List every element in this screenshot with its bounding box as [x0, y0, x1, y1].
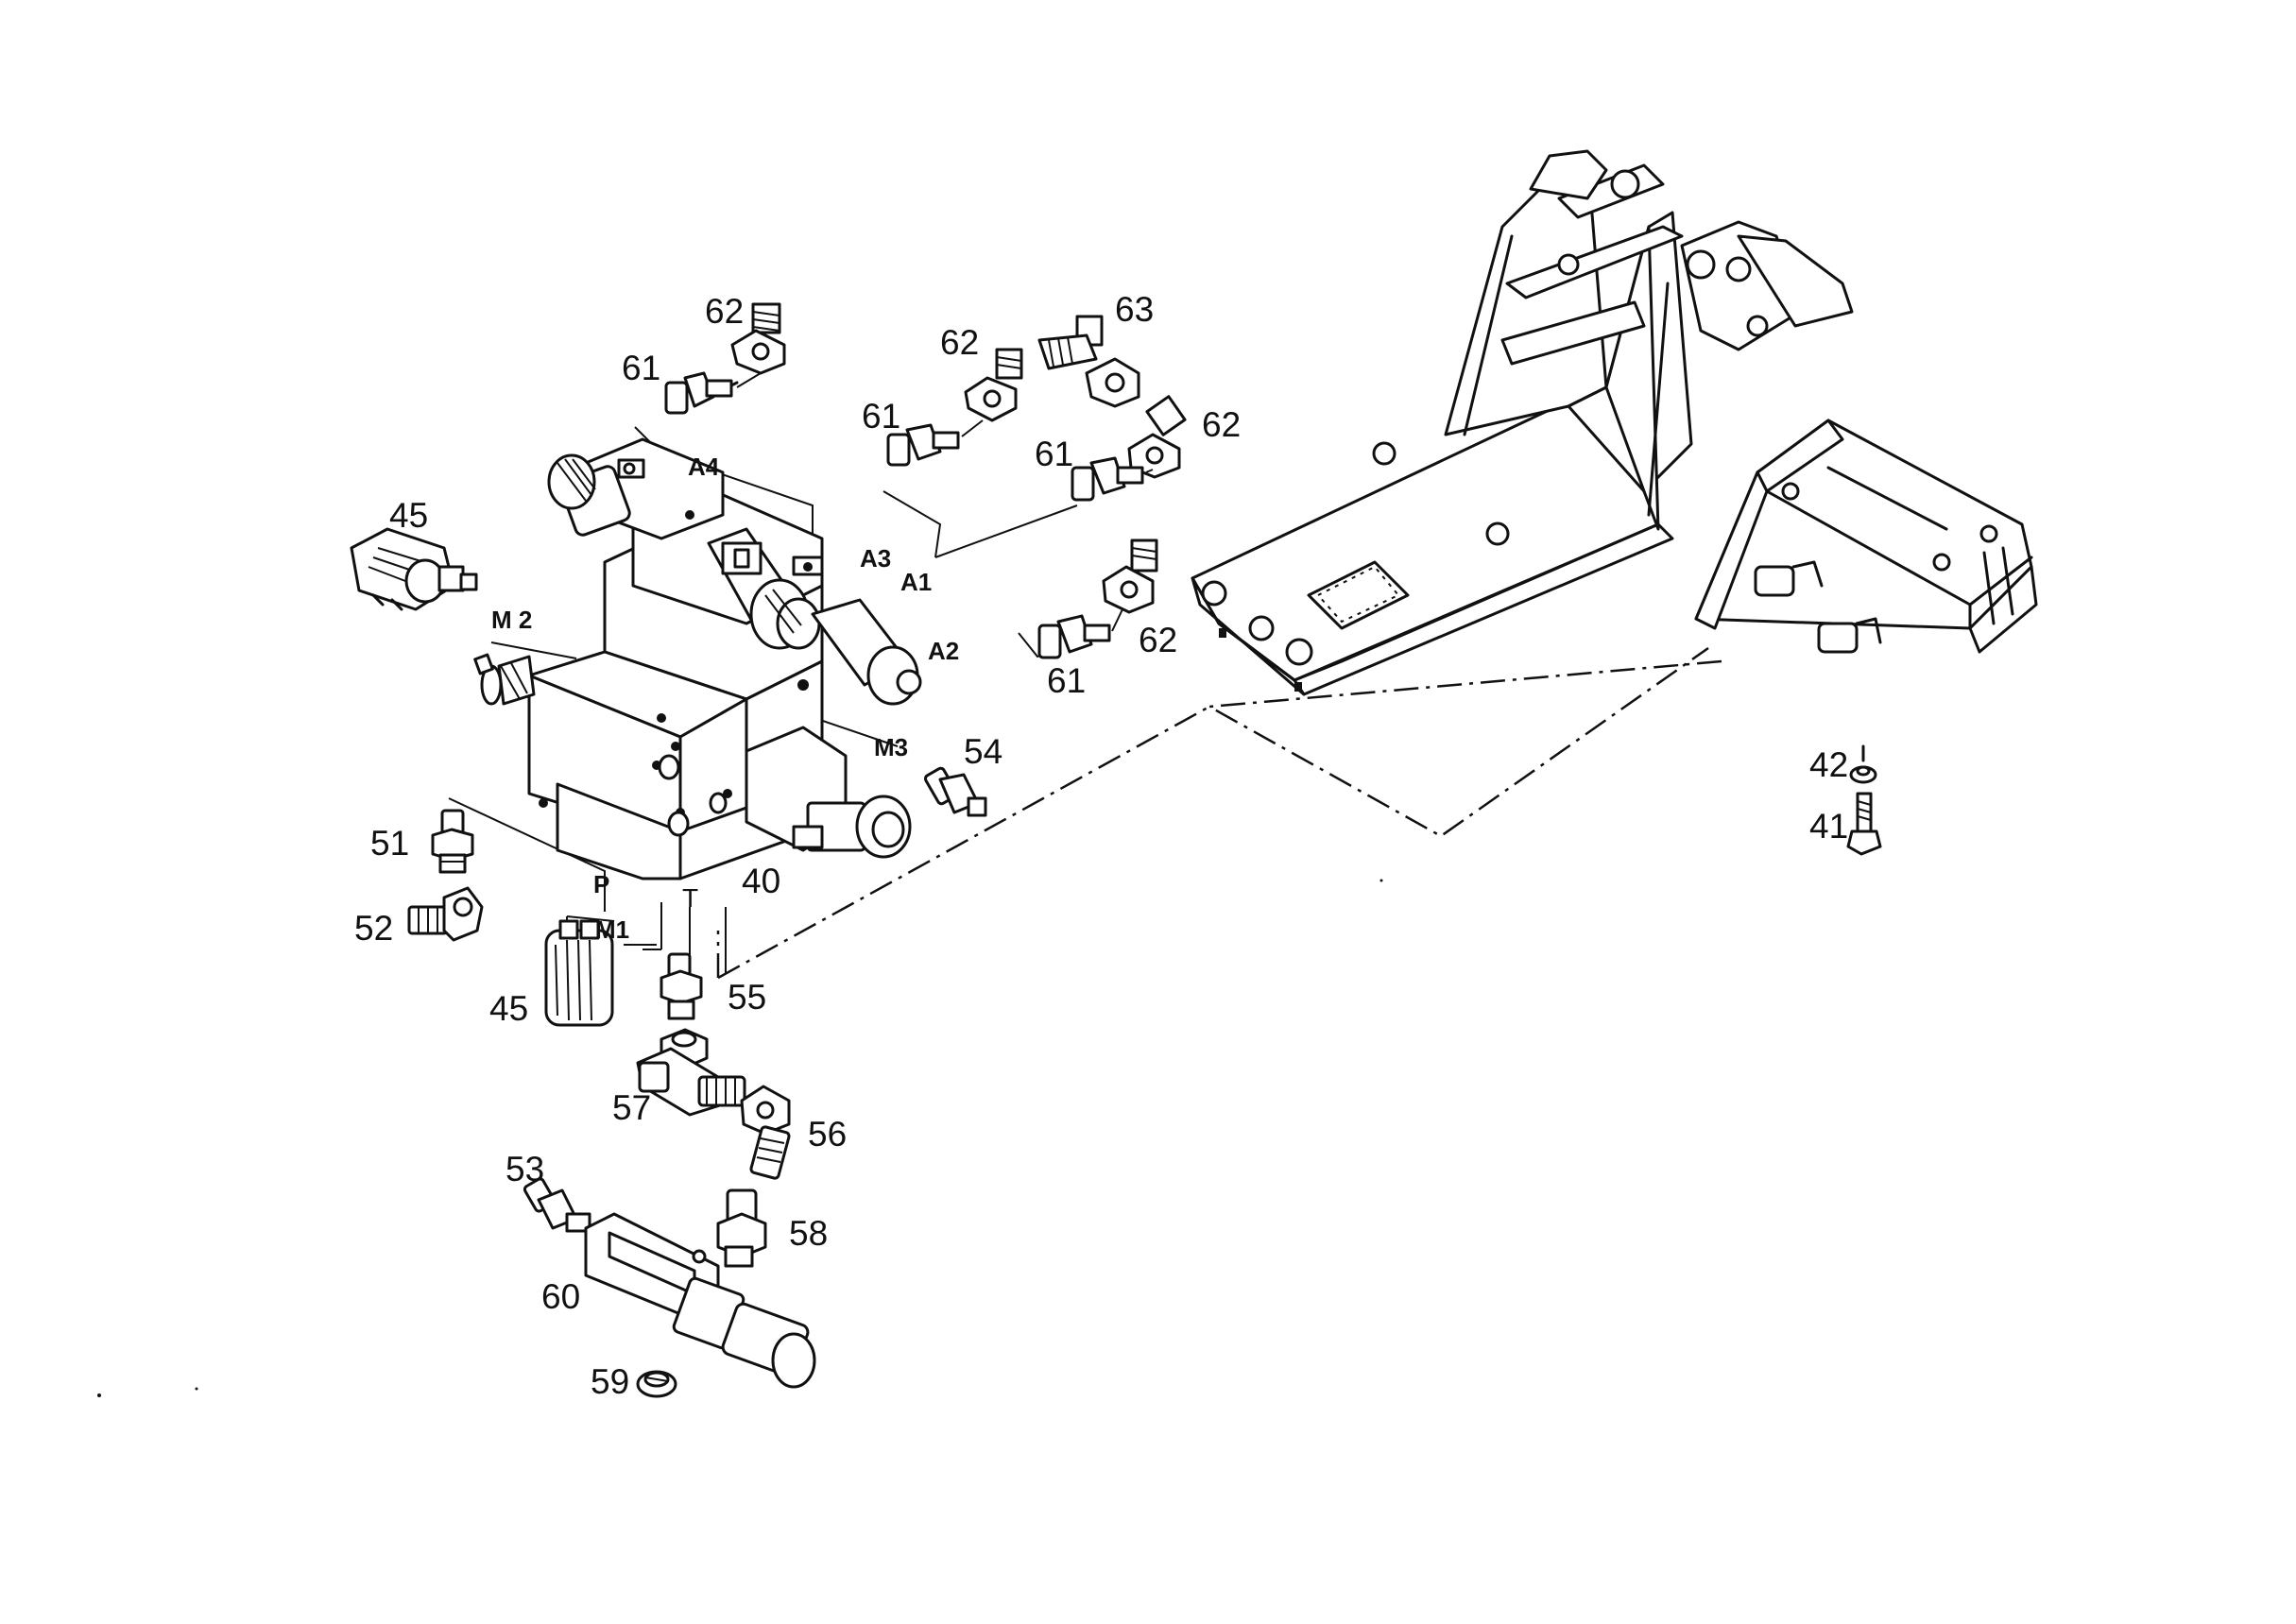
port-a3-label: A3 [860, 544, 891, 573]
part-number-labels: 62 61 62 63 61 62 61 45 62 61 54 51 40 5… [354, 290, 1848, 1401]
port-p-label: P [593, 870, 609, 898]
part-label-61: 61 [862, 397, 900, 436]
part-label-61: 61 [622, 349, 660, 387]
port-m2-label: M 2 [491, 606, 532, 634]
part-label-62: 62 [705, 292, 744, 331]
part-label-54: 54 [964, 732, 1002, 771]
part-label-62: 62 [1139, 621, 1177, 659]
pressure-switch-54 [923, 766, 987, 817]
part-label-60: 60 [541, 1277, 580, 1316]
part-label-51: 51 [370, 824, 409, 863]
port-a1-label: A1 [900, 568, 932, 596]
part-label-61: 61 [1047, 661, 1086, 700]
part-label-61: 61 [1035, 435, 1073, 473]
port-a2-label: A2 [928, 637, 959, 665]
part-label-41: 41 [1809, 807, 1848, 846]
part-label-40: 40 [742, 862, 780, 900]
part-label-58: 58 [789, 1214, 828, 1253]
part-label-53: 53 [505, 1150, 544, 1188]
part-label-57: 57 [612, 1088, 651, 1127]
part-label-55: 55 [728, 978, 766, 1017]
part-label-62: 62 [1202, 405, 1241, 444]
valve-block-40 [473, 437, 922, 880]
fittings-bottom [523, 952, 816, 1398]
machine-frame [1191, 149, 1854, 696]
part-label-59: 59 [591, 1362, 629, 1401]
port-m1-label: M1 [595, 915, 629, 944]
part-label-45: 45 [489, 989, 528, 1028]
part-label-56: 56 [808, 1115, 847, 1154]
control-box [1694, 419, 2038, 654]
port-m3-label: M3 [874, 733, 908, 761]
part-label-63: 63 [1115, 290, 1154, 329]
part-label-52: 52 [354, 909, 393, 948]
bolt-41-washer-42 [1846, 744, 1882, 856]
part-label-45: 45 [389, 496, 428, 535]
fittings-left [350, 527, 614, 1027]
fittings-top [664, 302, 1187, 659]
port-labels: A4 A3 A1 A2 M 2 M3 P T M1 [491, 453, 959, 944]
port-t-label: T [682, 883, 698, 913]
part-label-62: 62 [940, 323, 979, 362]
part-label-42: 42 [1809, 745, 1848, 784]
leader-lines [448, 426, 1722, 980]
port-a4-label: A4 [688, 453, 720, 481]
